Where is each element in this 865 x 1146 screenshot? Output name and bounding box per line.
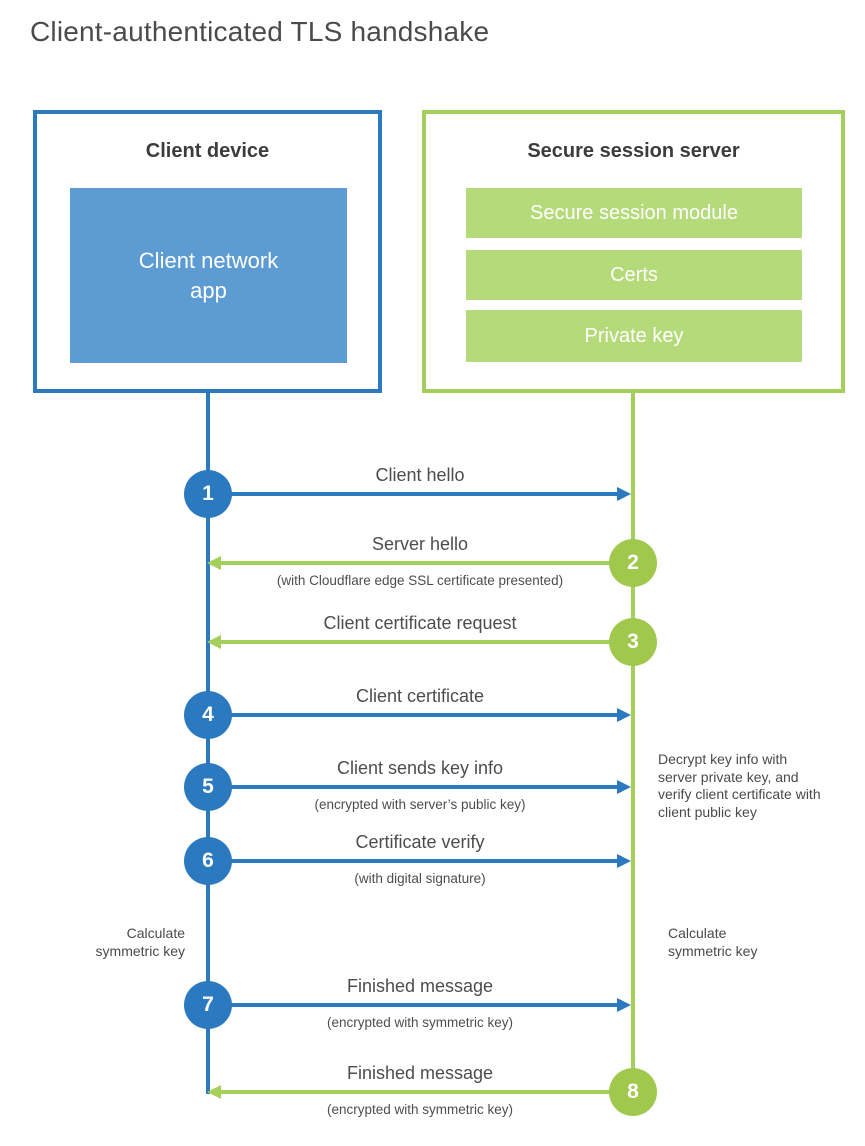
arrow-line — [230, 785, 617, 789]
server-module-label: Secure session module — [530, 201, 738, 224]
step-label: Client hello — [375, 465, 465, 485]
client-network-app-box: Client network app — [70, 188, 347, 363]
step-label: Client certificate request — [323, 613, 517, 633]
arrow-right-icon — [617, 487, 631, 501]
arrow-right-icon — [617, 780, 631, 794]
client-network-app-label: Client network app — [138, 247, 279, 303]
step-label: Server hello — [371, 534, 469, 554]
arrow-right-icon — [617, 854, 631, 868]
arrow-line — [230, 859, 617, 863]
client-lifeline — [206, 393, 210, 1094]
calculate-symmetric-key-server-note: Calculate symmetric key — [668, 925, 758, 959]
step-sublabel: (with digital signature) — [354, 871, 486, 886]
arrow-line — [230, 492, 617, 496]
client-device-title: Client device — [145, 140, 270, 162]
server-module-certs: Certs — [466, 250, 802, 300]
arrow-line — [221, 1090, 611, 1094]
step-label: Finished message — [346, 1063, 494, 1083]
arrow-right-icon — [617, 998, 631, 1012]
step-sublabel: (with Cloudflare edge SSL certificate pr… — [276, 573, 564, 588]
step-label: Finished message — [346, 976, 494, 996]
decrypt-key-note: Decrypt key info with server private key… — [658, 751, 821, 820]
step-label: Client sends key info — [336, 758, 504, 778]
server-module-label: Certs — [610, 263, 658, 286]
secure-session-server-title: Secure session server — [527, 140, 740, 162]
step-sublabel: (encrypted with symmetric key) — [326, 1015, 514, 1030]
arrow-line — [230, 1003, 617, 1007]
step-label: Certificate verify — [355, 832, 485, 852]
step-sublabel: (encrypted with symmetric key) — [326, 1102, 514, 1117]
arrow-right-icon — [617, 708, 631, 722]
arrow-line — [221, 640, 611, 644]
server-lifeline — [631, 393, 635, 1093]
step-sublabel: (encrypted with server’s public key) — [314, 797, 526, 812]
calculate-symmetric-key-client-note: Calculate symmetric key — [95, 925, 185, 959]
server-module-private-key: Private key — [466, 310, 802, 362]
arrow-line — [230, 713, 617, 717]
step-label: Client certificate — [355, 686, 485, 706]
server-module-secure-session: Secure session module — [466, 188, 802, 238]
server-module-label: Private key — [584, 324, 684, 347]
arrow-line — [221, 561, 611, 565]
page-title: Client-authenticated TLS handshake — [30, 16, 490, 47]
